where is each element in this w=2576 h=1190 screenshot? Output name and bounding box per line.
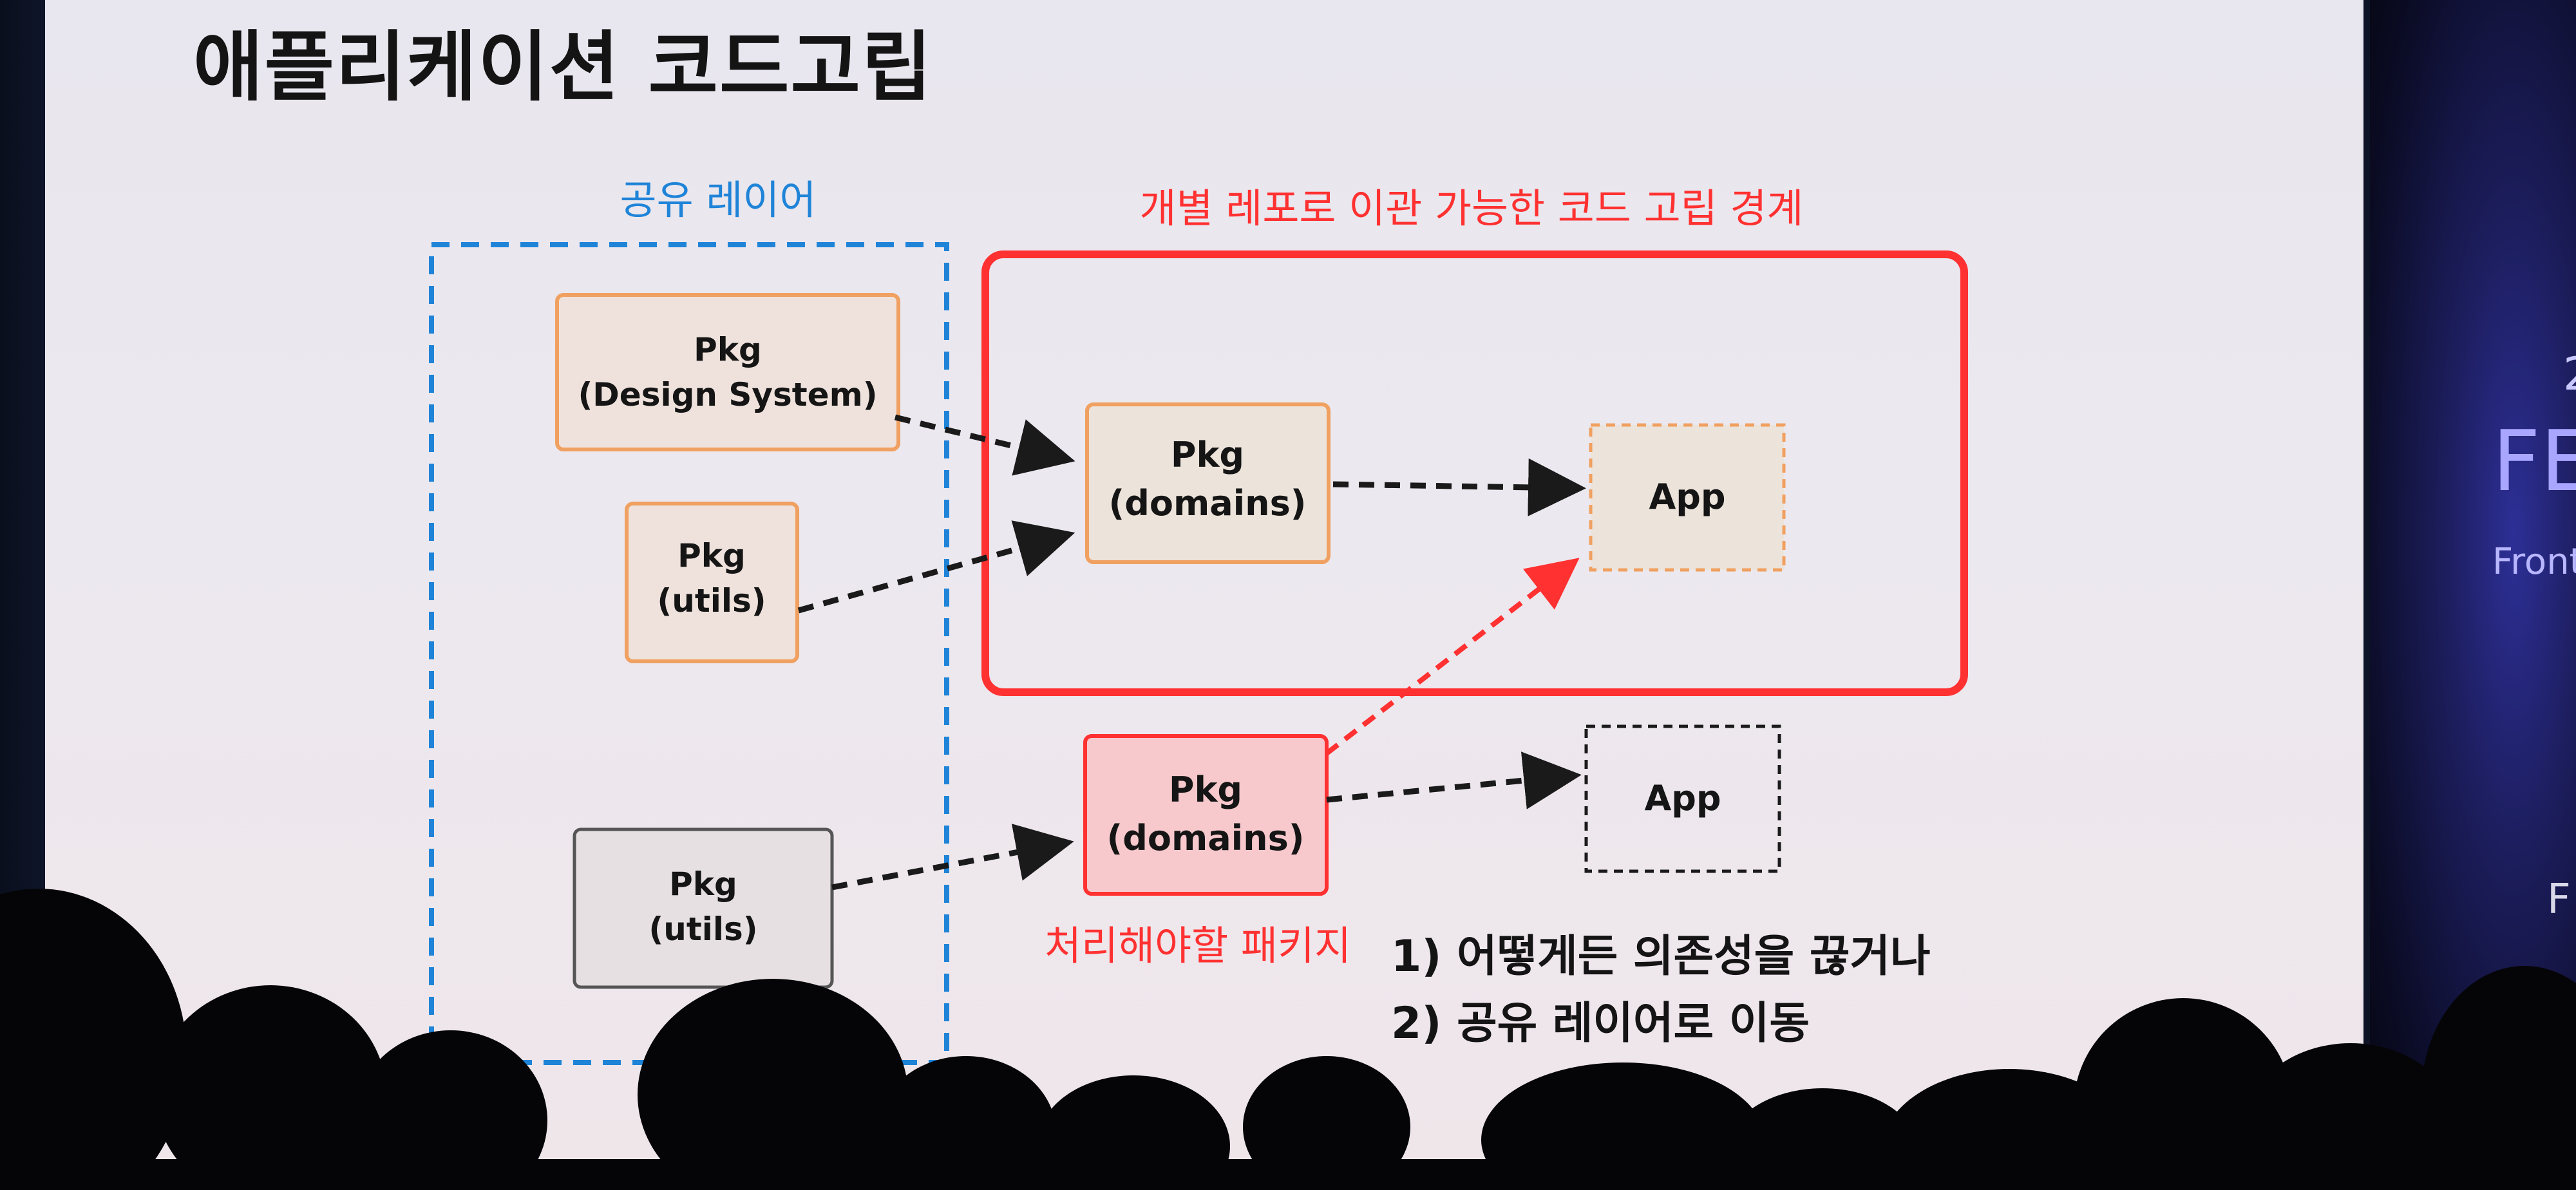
option-1-text: 1) 어떻게든 의존성을 끊거나 — [1391, 931, 1931, 982]
pkg-design-system-line1: Pkg — [694, 331, 762, 368]
side-screen-heading: FE — [2492, 412, 2576, 510]
option-2-text: 2) 공유 레이어로 이동 — [1391, 998, 1810, 1049]
pkg-design-system-box: Pkg (Design System) — [557, 295, 898, 449]
pkg-design-system-line2: (Design System) — [578, 376, 877, 413]
pkg-utils-bottom-line2: (utils) — [649, 911, 757, 948]
pkg-domains-inside-box: Pkg (domains) — [1087, 404, 1329, 562]
app-outside-label: App — [1644, 778, 1721, 818]
side-screen-lower-text: F — [2547, 876, 2571, 923]
side-screen-number: 2 — [2563, 348, 2576, 401]
arrow-utils-bottom-to-pending-domains — [832, 844, 1063, 887]
pkg-utils-bottom-line1: Pkg — [669, 865, 737, 903]
pending-package-label: 처리해야할 패키지 — [1045, 922, 1351, 969]
pkg-utils-top-line2: (utils) — [657, 582, 766, 619]
pkg-domains-pending-line2: (domains) — [1107, 818, 1305, 858]
pkg-domains-pending-box: Pkg (domains) — [1085, 736, 1327, 894]
app-inside-label: App — [1649, 477, 1725, 517]
projected-slide: 애플리케이션 코드고립 공유 레이어 개별 레포로 이관 가능한 코드 고립 경… — [45, 0, 2363, 1190]
architecture-diagram: 공유 레이어 개별 레포로 이관 가능한 코드 고립 경계 Pkg (Desig… — [45, 0, 2363, 1190]
side-screen — [2370, 0, 2576, 1190]
arrow-domains-to-app — [1333, 484, 1575, 488]
isolation-boundary-label: 개별 레포로 이관 가능한 코드 고립 경계 — [1140, 185, 1804, 232]
pkg-utils-bottom-box: Pkg (utils) — [574, 829, 832, 987]
pkg-domains-pending-line1: Pkg — [1169, 770, 1242, 810]
pkg-domains-inside-line1: Pkg — [1171, 435, 1244, 475]
pkg-domains-inside-line2: (domains) — [1109, 483, 1307, 524]
pkg-utils-top-line1: Pkg — [677, 537, 746, 574]
app-outside-box: App — [1586, 726, 1779, 871]
arrow-pending-domains-to-app-inside — [1327, 564, 1571, 753]
arrow-utils-to-domains — [799, 536, 1064, 610]
arrow-pending-domains-to-app-outside — [1327, 776, 1570, 800]
pkg-utils-top-box: Pkg (utils) — [627, 504, 797, 661]
arrow-design-system-to-domains — [895, 417, 1064, 458]
side-screen-subtitle: Front — [2492, 541, 2576, 583]
app-inside-box: App — [1591, 425, 1784, 570]
shared-layer-label: 공유 레이어 — [620, 176, 817, 223]
